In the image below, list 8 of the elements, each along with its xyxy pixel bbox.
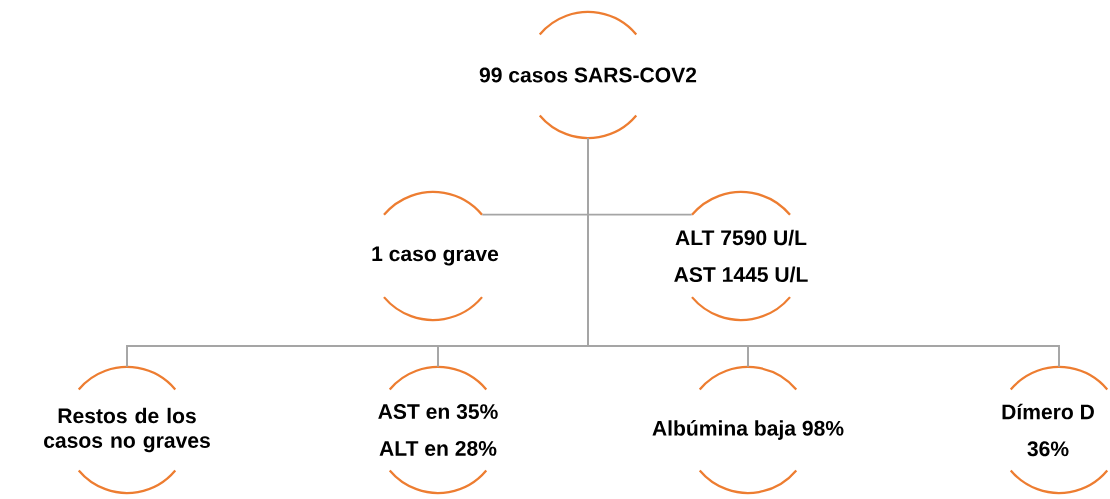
node-label: Dímero D 36%: [1002, 403, 1094, 457]
node-label: ALT 7590 U/L AST 1445 U/L: [674, 229, 808, 283]
node-label: 99 casos SARS-COV2: [479, 67, 697, 83]
node-label: Albúmina baja 98%: [652, 420, 844, 440]
connector-line: [587, 137, 1060, 368]
node-label: Restos de los casos no graves: [44, 407, 210, 453]
node-label: 1 caso grave: [372, 246, 499, 266]
node-label: AST en 35% ALT en 28%: [378, 404, 498, 456]
